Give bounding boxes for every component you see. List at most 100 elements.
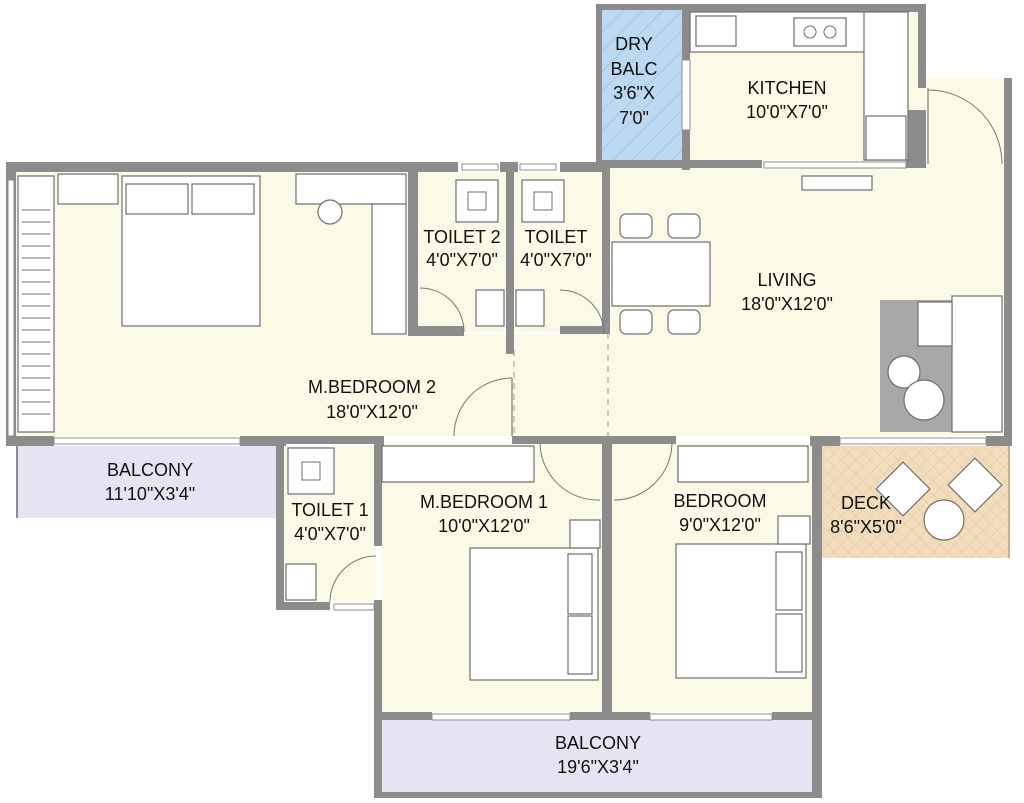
wardrobe-hangers [22,209,50,415]
bedroom-furniture [381,445,811,681]
wardrobe-bedroom [677,445,809,483]
coffee-table-1 [887,355,921,389]
toilet-1-dim: 4'0"X7'0" [294,524,366,544]
wall-bottom-bedroom2-right [240,436,286,446]
wall-kitchen-left [682,4,690,60]
m-bedroom-1-name: M.BEDROOM 1 [420,492,548,512]
wall-bedrooms-top-c [602,436,676,444]
kitchen-dim: 10'0"X7'0" [746,102,828,122]
window-bedroom-bottom [649,713,773,721]
dry-balcony-floor [602,10,682,160]
wall-toilets-top-c [560,162,610,172]
dry-balc-dim: 3'6"X [613,83,655,103]
m-bedroom-1-dim: 10'0"X12'0" [438,516,530,536]
dresser [295,173,407,205]
wall-kitchen-right [918,4,926,88]
wall-drybalc-left [596,4,602,164]
balcony-bottom-dim: 19'6"X3'4" [557,757,639,777]
wall-living-right [1004,78,1012,446]
door-bedroom-arc [613,443,673,501]
shower-toilet-1 [287,447,335,495]
door-toilet-arc [559,289,605,335]
pillow-bedroom-b [775,613,803,673]
coffee-table-2 [903,379,945,421]
door-toilet1-arc [329,555,377,603]
balcony-left-name: BALCONY [107,460,193,480]
wall-bedroom-divider [602,436,612,712]
window-toilet2 [461,163,499,171]
kitchen-furniture [689,11,909,161]
wall-bedroom1-left [374,600,382,796]
wall-toilet-right [602,162,610,332]
wall-bedroom2-right-bottom [408,326,464,336]
dry-balc-dim-2: 7'0" [619,108,649,128]
pillow-1 [125,183,189,215]
bedroom-dim: 9'0"X12'0" [679,515,761,535]
window-bedroom2-bottom [53,437,241,445]
shower-toilet [521,179,565,223]
deck-dim: 8'6"X5'0" [830,517,902,537]
doors [329,88,1003,603]
toilet-dim: 4'0"X7'0" [520,250,592,270]
sofa-end [917,301,953,347]
window-bedroom1-bottom [431,713,571,721]
dining-chair-1 [619,213,653,239]
pillow-m-bedroom-1 [567,553,593,615]
toilet-name: TOILET [525,227,588,247]
window-bedroom2-left [7,179,15,437]
wall-kitchen-right-low [906,110,926,168]
stool [317,199,343,225]
wall-balcony-left-edge [16,446,18,518]
dry-balc-name: DRY [615,34,653,54]
tv-unit [801,175,873,191]
wall-bedrooms-bottom-c [772,712,822,720]
wall-bottom-bedroom2-left [6,436,54,446]
hob [793,17,847,47]
m-bedroom-2-name: M.BEDROOM 2 [308,377,436,397]
deck-chair-1 [875,461,931,517]
window-toilet [519,163,557,171]
wall-bedrooms-top-b [512,436,612,444]
room-labels: DRY BALC 3'6"X 7'0" KITCHEN 10'0"X7'0" T… [105,34,902,777]
wall-toilet-bottom [560,326,610,334]
wall-balcony-bottom-left [374,720,382,796]
wall-toilets-divider [506,162,514,354]
windows [7,59,987,721]
wall-living-bottom-right-2 [986,436,1012,446]
wall-top-bedroom2 [6,162,416,172]
kitchen-name: KITCHEN [747,78,826,98]
toilet-2-dim: 4'0"X7'0" [426,250,498,270]
window-kitchen [763,161,907,169]
living-name: LIVING [757,270,816,290]
dresser-ext [371,203,407,335]
door-main-arc [927,89,1003,165]
m-bedroom-2-dim: 18'0"X12'0" [326,402,418,422]
wall-kitchen-bottom-left [602,160,762,168]
wall-bedrooms-bottom-a [374,712,432,720]
bedroom-name: BEDROOM [673,491,766,511]
pillow-m-bedroom-1b [567,615,593,675]
wall-bedroom-right [812,436,822,796]
deck-name: DECK [841,493,891,513]
toilet-1-name: TOILET 1 [291,500,368,520]
window-drybalc [681,59,691,131]
wardrobe-m-bedroom-1 [381,445,535,483]
wc-toilet [515,289,545,327]
wall-toilet1-right [374,436,382,546]
dining-table [611,241,711,307]
door-toilet2-arc [419,287,465,333]
wc-toilet-1 [285,563,317,601]
pillow-bedroom [775,551,803,611]
wall-drybalc-top [596,4,688,10]
wall-living-bottom-right [810,436,840,446]
dining-chair-2 [667,213,701,239]
deck-table [923,499,965,541]
side-table-bedroom [777,515,811,545]
wall-bedroom2-right [408,162,418,336]
door-bedroom1-arc [539,443,601,501]
balcony-left-dim: 11'10"X3'4" [105,484,195,504]
m-bedroom-2-furniture [17,173,407,433]
wall-bedrooms-bottom-b [570,712,650,720]
living-furniture [611,175,1003,433]
